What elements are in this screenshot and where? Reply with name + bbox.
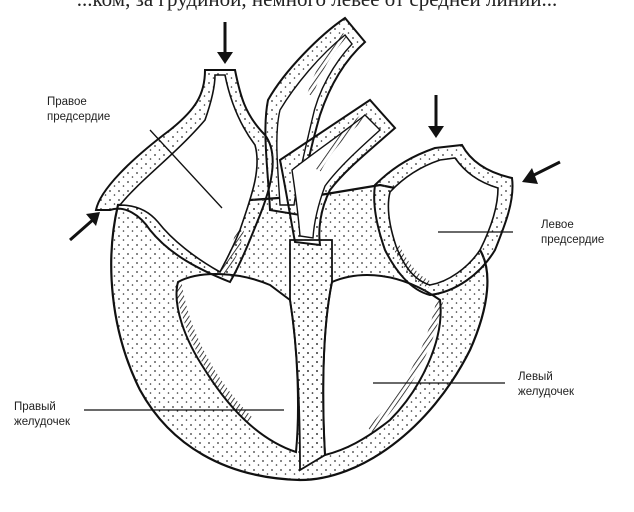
arrow-svc-icon	[217, 22, 233, 64]
label-right-ventricle-line2: желудочек	[14, 415, 70, 430]
label-left-ventricle-line1: Левый	[518, 370, 574, 385]
label-left-atrium: Левое предсердие	[541, 218, 604, 248]
label-left-atrium-line2: предсердие	[541, 233, 604, 248]
arrow-pulmonary-vein-right-icon	[522, 162, 560, 184]
label-left-atrium-line1: Левое	[541, 218, 604, 233]
arrow-pulmonary-vein-top-icon	[428, 95, 444, 138]
label-left-ventricle: Левый желудочек	[518, 370, 574, 400]
arrow-ivc-icon	[70, 212, 100, 240]
label-right-atrium-line2: предсердие	[47, 110, 110, 125]
label-right-atrium: Правое предсердие	[47, 95, 110, 125]
label-left-ventricle-line2: желудочек	[518, 385, 574, 400]
label-right-ventricle: Правый желудочек	[14, 400, 70, 430]
label-right-ventricle-line1: Правый	[14, 400, 70, 415]
label-right-atrium-line1: Правое	[47, 95, 110, 110]
